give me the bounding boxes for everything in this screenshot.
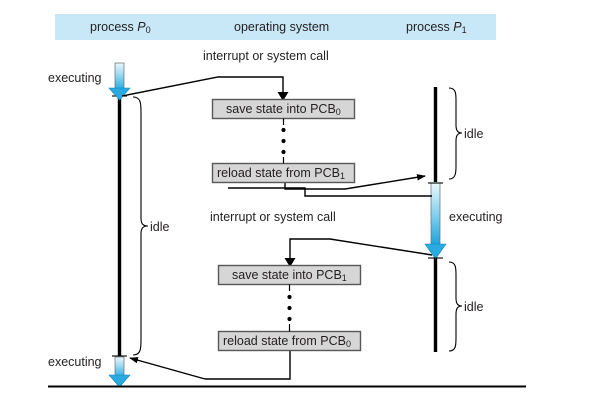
header-p1-subscript: 1 — [461, 24, 467, 35]
label-executing-p0-top: executing — [48, 71, 102, 85]
label-executing-p1: executing — [449, 210, 503, 224]
header-p1-symbol: P — [453, 20, 462, 34]
box-label-reload-state-pcb0: reload state from PCB0 — [223, 335, 351, 349]
box-label-reload-pcb0-text: reload state from PCB — [223, 334, 346, 348]
connector-reload-pcb0-diagonal — [129, 357, 206, 380]
arrowhead-save-pcb1 — [284, 258, 296, 267]
executing-arrow-p0-bottom — [108, 356, 131, 388]
box-label-save-state-pcb0: save state into PCB0 — [226, 103, 341, 117]
box-label-save-pcb1-text: save state into PCB — [232, 268, 342, 282]
box-label-reload-pcb1-text: reload state from PCB — [217, 166, 340, 180]
header-p0-subscript: 0 — [145, 24, 151, 35]
label-executing-p0-bottom: executing — [48, 355, 102, 369]
box-label-reload-pcb1-sub: 1 — [339, 170, 345, 181]
header-label-process-p0: process P0 — [90, 21, 151, 35]
idle-brace-p1-bottom — [448, 261, 463, 352]
label-idle-p1-bottom: idle — [464, 300, 484, 314]
header-label-process-p1: process P1 — [406, 21, 467, 35]
connector-reload-pcb1-to-p1 — [284, 182, 345, 190]
box-label-save-pcb1-sub: 1 — [341, 272, 347, 283]
idle-brace-p0 — [132, 96, 149, 356]
executing-arrow-p0-top — [108, 62, 131, 101]
connector-interrupt2-to-save-pcb1 — [289, 238, 433, 258]
header-p0-word: process — [90, 20, 134, 34]
arrowhead-save-pcb0 — [277, 92, 289, 101]
executing-arrow-p1 — [424, 182, 447, 260]
header-p1-word: process — [406, 20, 450, 34]
label-idle-p1-top: idle — [464, 127, 484, 141]
header-os-word: operating system — [234, 20, 330, 34]
ellipsis-group-1 — [281, 127, 286, 155]
label-interrupt-or-system-call-1: interrupt or system call — [203, 49, 329, 63]
connector-reload-pcb0-to-p0 — [205, 350, 291, 380]
connector-p1-to-interrupt2 — [228, 187, 432, 197]
header-band — [55, 14, 496, 40]
box-label-save-pcb0-text: save state into PCB — [226, 102, 336, 116]
header-p0-symbol: P — [137, 20, 146, 34]
label-interrupt-or-system-call-2: interrupt or system call — [210, 210, 336, 224]
box-label-save-pcb0-sub: 0 — [335, 106, 341, 117]
idle-brace-p1-top — [448, 87, 463, 180]
ellipsis-group-2 — [287, 294, 292, 322]
label-idle-p0: idle — [150, 220, 170, 234]
box-label-reload-pcb0-sub: 0 — [345, 338, 351, 349]
box-label-reload-state-pcb1: reload state from PCB1 — [217, 167, 345, 181]
connector-reload-pcb1-diagonal — [344, 174, 426, 190]
box-label-save-state-pcb1: save state into PCB1 — [232, 269, 347, 283]
header-label-operating-system: operating system — [234, 21, 329, 34]
connector-p0-to-save-pcb0 — [121, 76, 284, 97]
